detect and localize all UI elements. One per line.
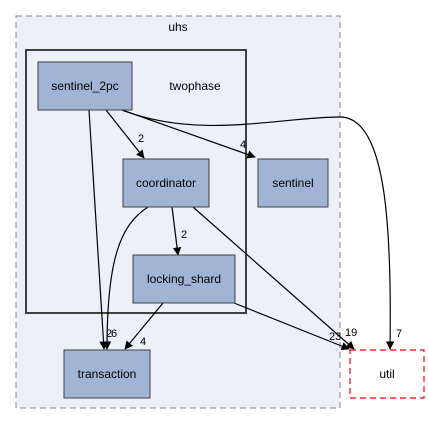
edge-label-sentinel_2pc-to-transaction: 2 bbox=[106, 328, 112, 340]
edge-label-sentinel_2pc-to-coordinator: 2 bbox=[138, 133, 144, 145]
cluster-uhs-label: uhs bbox=[168, 20, 187, 34]
node-sentinel[interactable]: sentinel bbox=[257, 158, 329, 208]
node-sentinel-box bbox=[257, 158, 329, 208]
edge-sentinel_2pc-to-sentinel[interactable] bbox=[121, 109, 256, 159]
edge-label-sentinel_2pc-to-util: 7 bbox=[396, 328, 402, 340]
edge-sentinel_2pc-to-coordinator[interactable] bbox=[105, 109, 145, 159]
node-locking_shard-label: locking_shard bbox=[147, 272, 221, 286]
node-transaction-box bbox=[63, 349, 151, 399]
node-transaction[interactable]: transaction bbox=[63, 349, 151, 399]
node-sentinel_2pc[interactable]: sentinel_2pc bbox=[37, 61, 133, 111]
node-transaction-label: transaction bbox=[78, 367, 137, 381]
edge-label-coordinator-to-util: 19 bbox=[345, 327, 357, 339]
edge-coordinator-to-util[interactable] bbox=[192, 206, 355, 350]
edge-coordinator-to-transaction[interactable] bbox=[102, 206, 149, 350]
edge-locking_shard-to-util[interactable] bbox=[233, 302, 350, 351]
edges bbox=[88, 109, 395, 351]
node-coordinator-box bbox=[122, 158, 210, 208]
edge-label-coordinator-to-locking_shard: 2 bbox=[181, 229, 187, 241]
edge-labels: 2 4 7 2 2 6 19 4 23 bbox=[106, 133, 402, 348]
edge-sentinel_2pc-to-util[interactable] bbox=[121, 109, 395, 350]
node-sentinel_2pc-label: sentinel_2pc bbox=[51, 79, 118, 93]
node-locking_shard[interactable]: locking_shard bbox=[132, 254, 236, 304]
node-coordinator[interactable]: coordinator bbox=[122, 158, 210, 208]
edge-locking_shard-to-transaction[interactable] bbox=[124, 302, 164, 350]
node-util-label: util bbox=[379, 367, 394, 381]
cluster-twophase-label: twophase bbox=[169, 79, 221, 93]
node-util-box bbox=[349, 349, 425, 399]
edge-label-sentinel_2pc-to-sentinel: 4 bbox=[240, 139, 246, 151]
edge-coordinator-to-locking_shard[interactable] bbox=[171, 206, 182, 256]
edge-label-coordinator-to-transaction: 6 bbox=[111, 328, 117, 340]
node-coordinator-label: coordinator bbox=[136, 176, 196, 190]
node-sentinel-label: sentinel bbox=[272, 176, 313, 190]
edge-label-locking_shard-to-util: 23 bbox=[329, 331, 341, 343]
edge-sentinel_2pc-to-transaction[interactable] bbox=[88, 109, 108, 350]
edge-label-locking_shard-to-transaction: 4 bbox=[140, 336, 146, 348]
node-util[interactable]: util bbox=[349, 349, 425, 399]
node-sentinel_2pc-box bbox=[37, 61, 133, 111]
node-locking_shard-box bbox=[132, 254, 236, 304]
